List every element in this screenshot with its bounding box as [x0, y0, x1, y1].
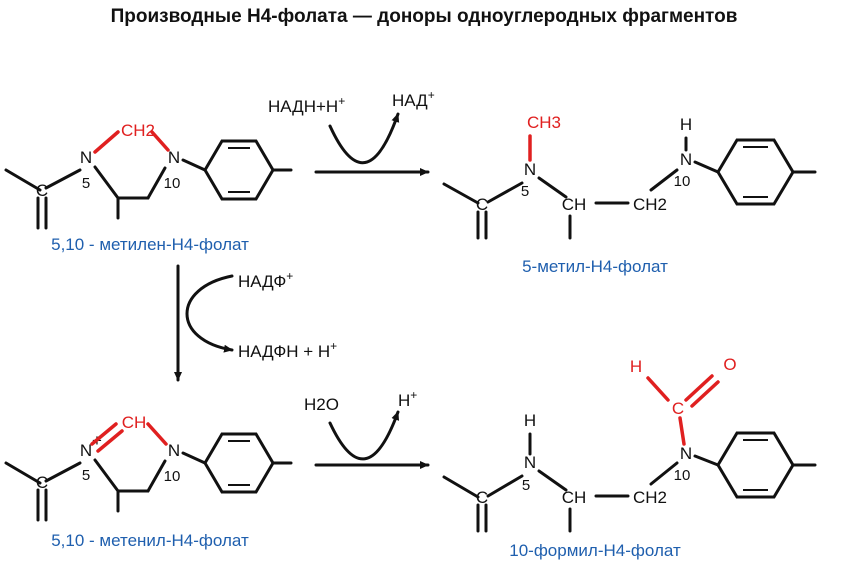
methenyl-c: C [36, 473, 48, 492]
formyl-name: 10-формил-Н4-фолат [509, 541, 681, 560]
methyl-c: C [476, 195, 488, 214]
methenyl-n5: N [80, 441, 92, 460]
methyl-group: CH3 [527, 113, 561, 132]
methylene-n10-num: 10 [164, 175, 181, 192]
formyl-n5: N [524, 453, 536, 472]
r3-cofactor-out: H+ [398, 388, 417, 410]
formyl-ch2: CH2 [633, 488, 667, 507]
r2-cofactor-in: НАДФ+ [238, 269, 293, 291]
formyl-h-formyl: H [630, 357, 642, 376]
methenyl-group: CH [122, 413, 147, 432]
r2-cofactor-out: НАДФН + Н+ [238, 339, 337, 361]
formyl-ch: CH [562, 488, 587, 507]
methylene-group: CH2 [121, 121, 155, 140]
reaction-3: H2O H+ [304, 388, 430, 469]
methyl-h: H [680, 115, 692, 134]
formyl-o: O [723, 355, 736, 374]
methyl-ch: CH [562, 195, 587, 214]
compound-formyl: C N 5 H CH CH2 N 10 C H O 10-формил-Н4-ф… [442, 355, 817, 560]
methyl-n5: N [524, 160, 536, 179]
formyl-n5-num: 5 [522, 477, 530, 494]
methylene-n10: N [168, 148, 180, 167]
formyl-n10: N [680, 444, 692, 463]
compound-methyl: C N 5 CH3 CH CH2 N 10 H 5-метил-Н4-фолат [442, 113, 817, 276]
methenyl-n10: N [168, 441, 180, 460]
formyl-c: C [476, 488, 488, 507]
methyl-n10: N [680, 150, 692, 169]
formyl-c-formyl: C [672, 399, 684, 418]
methenyl-name: 5,10 - метенил-Н4-фолат [51, 531, 249, 550]
methylene-n5: N [80, 148, 92, 167]
methyl-n5-num: 5 [521, 183, 529, 200]
methylene-c: C [36, 181, 48, 200]
reaction-2: НАДФ+ НАДФН + Н+ [174, 264, 337, 382]
formyl-h5: H [524, 411, 536, 430]
reaction-1: НАДН+Н+ НАД+ [268, 88, 435, 176]
methyl-n10-num: 10 [674, 173, 691, 190]
methylene-n5-num: 5 [82, 175, 90, 192]
formyl-n10-num: 10 [674, 467, 691, 484]
compound-methenyl: C N + 5 CH N 10 5,10 - метенил-Н4-фолат [4, 413, 293, 550]
methenyl-n5-num: 5 [82, 467, 90, 484]
methyl-name: 5-метил-Н4-фолат [522, 257, 668, 276]
r1-cofactor-out: НАД+ [392, 88, 435, 110]
r1-cofactor-in: НАДН+Н+ [268, 94, 345, 116]
r3-cofactor-in: H2O [304, 395, 339, 414]
methylene-name: 5,10 - метилен-Н4-фолат [51, 235, 249, 254]
methenyl-n10-num: 10 [164, 468, 181, 485]
compound-methylene: C N 5 CH2 N 10 5,10 - метилен-Н4-фолат [4, 121, 293, 254]
methyl-ch2: CH2 [633, 195, 667, 214]
page-title: Производные Н4-фолата — доноры одноуглер… [111, 6, 738, 27]
